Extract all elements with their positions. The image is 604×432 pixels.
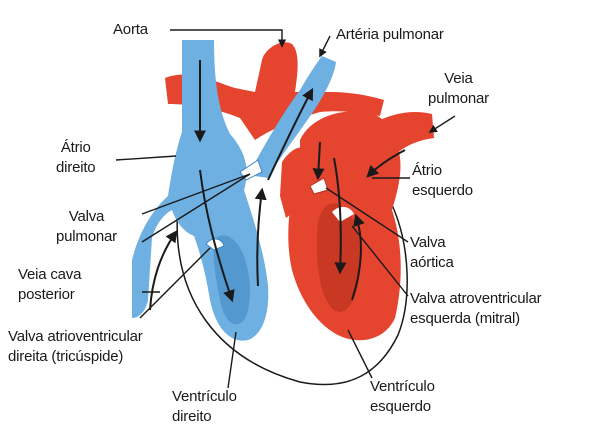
- label-aorta: Aorta: [113, 21, 148, 38]
- label-atrio-direito: Átrio direito: [56, 139, 95, 176]
- label-valva-aortica-line2: aórtica: [410, 254, 454, 271]
- label-ventriculo-esquerdo-line1: Ventrículo: [370, 378, 435, 395]
- label-valva-pulmonar-line2: pulmonar: [56, 228, 117, 245]
- label-veia-cava-posterior-line1: Veia cava: [18, 266, 81, 283]
- label-veia-pulmonar-line1: Veia: [428, 70, 489, 87]
- label-valva-av-direita-line1: Valva atrioventricular: [8, 328, 143, 345]
- label-ventriculo-esquerdo: Ventrículo esquerdo: [370, 378, 435, 415]
- label-arteria-pulmonar-text: Artéria pulmonar: [336, 26, 444, 43]
- label-valva-aortica: Valva aórtica: [410, 234, 454, 271]
- label-veia-pulmonar-line2: pulmonar: [428, 90, 489, 107]
- label-valva-atrioventricular-direita: Valva atrioventricular direita (tricúspi…: [8, 328, 143, 365]
- label-veia-cava-posterior: Veia cava posterior: [18, 266, 81, 303]
- label-valva-pulmonar-line1: Valva: [56, 208, 117, 225]
- label-ventriculo-direito: Ventrículo direito: [172, 388, 237, 425]
- label-atrio-direito-line1: Átrio: [56, 139, 95, 156]
- label-valva-av-direita-line2: direita (tricúspide): [8, 348, 143, 365]
- label-atrio-direito-line2: direito: [56, 159, 95, 176]
- label-ventriculo-direito-line2: direito: [172, 408, 237, 425]
- label-aorta-text: Aorta: [113, 21, 148, 38]
- label-ventriculo-direito-line1: Ventrículo: [172, 388, 237, 405]
- label-valva-av-esquerda-line2: esquerda (mitral): [410, 310, 541, 327]
- label-atrio-esquerdo-line1: Átrio: [412, 162, 473, 179]
- label-valva-aortica-line1: Valva: [410, 234, 454, 251]
- label-valva-atrioventricular-esquerda: Valva atroventricular esquerda (mitral): [410, 290, 541, 327]
- label-atrio-esquerdo-line2: esquerdo: [412, 182, 473, 199]
- label-valva-pulmonar: Valva pulmonar: [56, 208, 117, 245]
- label-ventriculo-esquerdo-line2: esquerdo: [370, 398, 435, 415]
- label-atrio-esquerdo: Átrio esquerdo: [412, 162, 473, 199]
- label-veia-cava-posterior-line2: posterior: [18, 286, 81, 303]
- label-valva-av-esquerda-line1: Valva atroventricular: [410, 290, 541, 307]
- label-veia-pulmonar: Veia pulmonar: [428, 70, 489, 107]
- label-arteria-pulmonar: Artéria pulmonar: [336, 26, 444, 43]
